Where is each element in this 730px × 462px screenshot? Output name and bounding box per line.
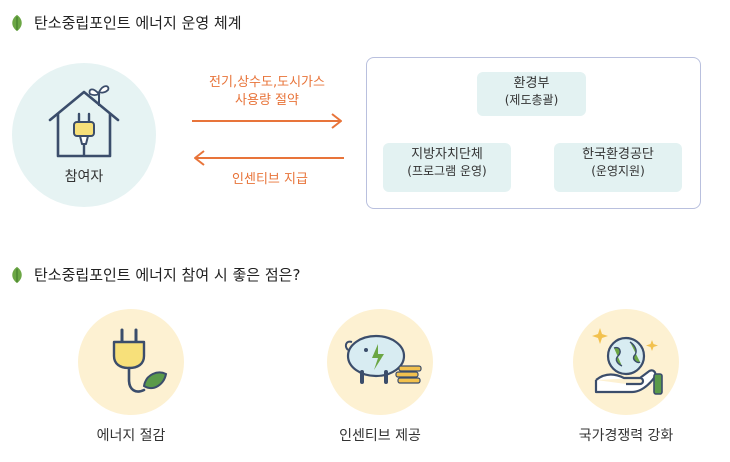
keco-tag: 한국환경공단 (운영지원) — [554, 143, 682, 192]
section-title-system: 탄소중립포인트 에너지 운영 체계 — [8, 12, 242, 33]
keco-role: (운영지원) — [591, 164, 645, 178]
house-icon — [48, 85, 120, 158]
participant-label: 참여자 — [64, 169, 104, 185]
saving-label-line2: 사용량 절약 — [235, 93, 299, 108]
right-arrow-icon — [192, 113, 342, 129]
globe-hand-icon — [592, 328, 663, 395]
ministry-tag: 환경부 (제도총괄) — [477, 72, 586, 116]
benefit-label-competitiveness: 국가경쟁력 강화 — [578, 428, 674, 444]
saving-label: 전기,상수도,도시가스 사용량 절약 — [183, 74, 351, 110]
benefit-label-incentive: 인센티브 제공 — [339, 428, 421, 444]
leaf-icon — [12, 14, 22, 31]
plug-leaf-icon — [112, 328, 168, 393]
left-arrow-icon — [194, 150, 344, 166]
local-gov-name: 지방자치단체 — [411, 147, 483, 162]
piggy-bank-icon — [344, 334, 422, 384]
section-title-text: 탄소중립포인트 에너지 참여 시 좋은 점은? — [34, 266, 301, 284]
section-title-text: 탄소중립포인트 에너지 운영 체계 — [34, 14, 242, 32]
leaf-icon — [12, 266, 22, 283]
saving-label-line1: 전기,상수도,도시가스 — [209, 75, 325, 90]
keco-name: 한국환경공단 — [582, 147, 654, 162]
benefit-label-energy: 에너지 절감 — [96, 428, 166, 444]
section-title-benefits: 탄소중립포인트 에너지 참여 시 좋은 점은? — [8, 264, 300, 285]
local-gov-role: (프로그램 운영) — [407, 164, 487, 178]
ministry-role: (제도총괄) — [504, 93, 559, 107]
incentive-label: 인센티브 지급 — [232, 172, 308, 187]
ministry-name: 환경부 — [513, 76, 550, 91]
local-gov-tag: 지방자치단체 (프로그램 운영) — [383, 143, 511, 192]
